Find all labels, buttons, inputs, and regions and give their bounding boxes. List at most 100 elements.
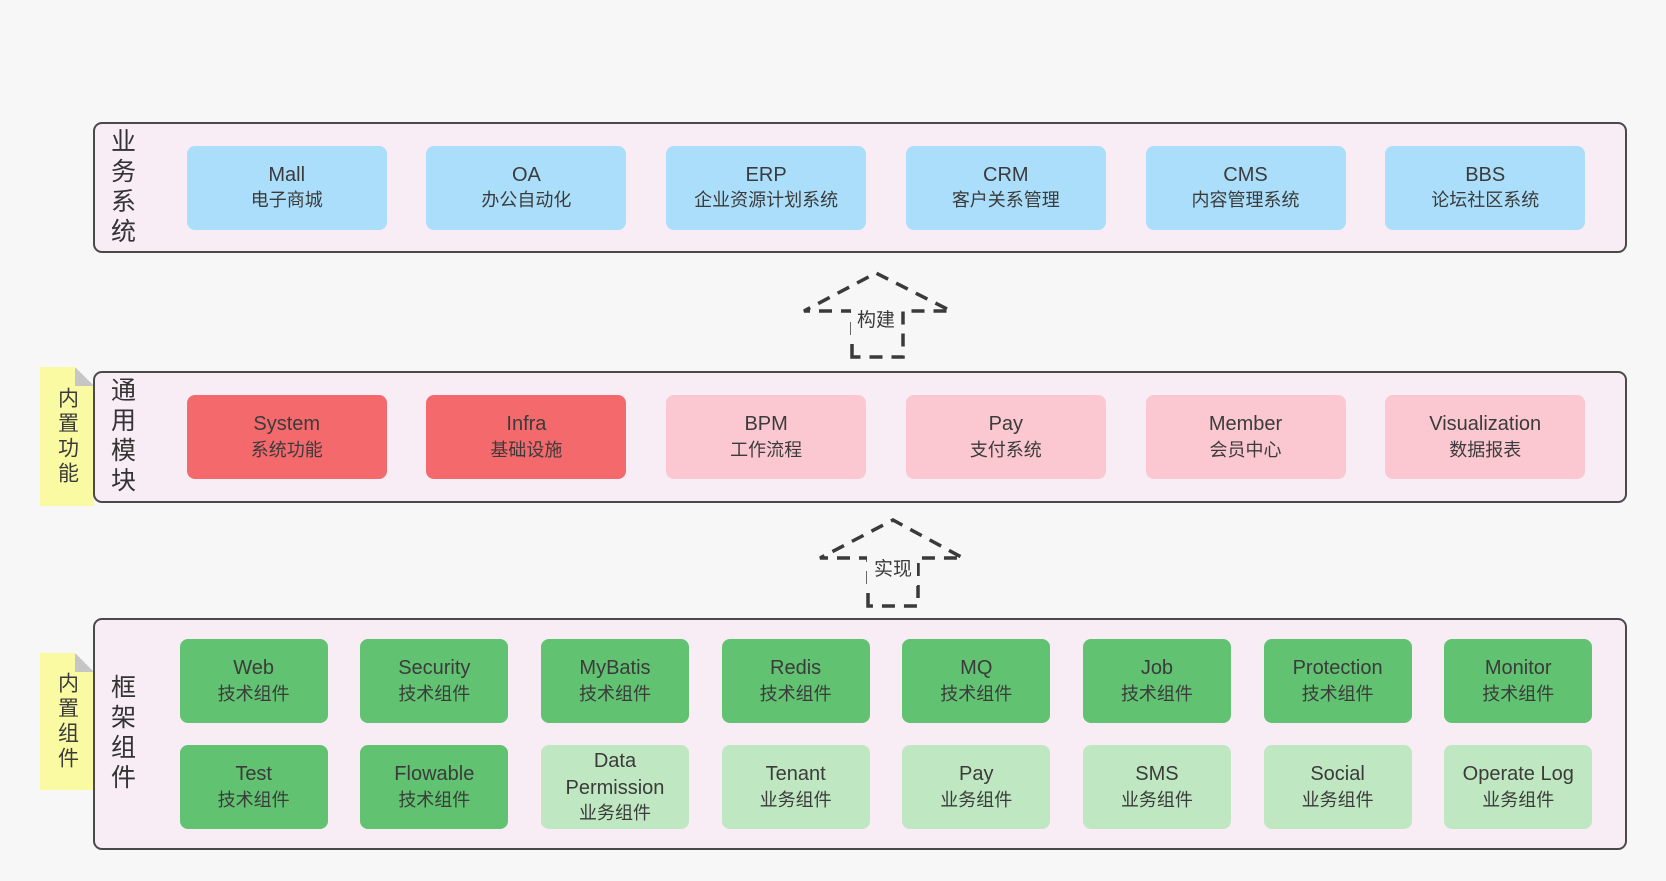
box-subtitle: 基础设施: [490, 439, 563, 460]
box-title: CRM: [983, 163, 1029, 186]
box-subtitle: 技术组件: [398, 789, 471, 810]
box-subtitle: 电子商城: [250, 190, 323, 211]
box-title: System: [253, 413, 321, 436]
box-title: Web: [233, 657, 275, 680]
box-subtitle: 业务组件: [1482, 789, 1555, 810]
box-flowable: Flowable 技术组件: [360, 745, 509, 829]
box-social: Social 业务组件: [1263, 745, 1412, 829]
box-pay-component: Pay 业务组件: [902, 745, 1051, 829]
layer-label: 框架组件: [107, 674, 136, 794]
sticky-note-builtin-components: 内置组件: [40, 653, 94, 790]
layer-label-container: 框架组件: [95, 620, 147, 848]
box-subtitle: 技术组件: [217, 789, 290, 810]
sticky-note-label: 内置组件: [55, 671, 79, 772]
layer-label: 业务系统: [107, 127, 136, 248]
box-title: Job: [1140, 657, 1174, 680]
box-crm: CRM 客户关系管理: [905, 145, 1106, 230]
box-redis: Redis 技术组件: [721, 639, 870, 723]
box-subtitle: 技术组件: [578, 683, 651, 704]
note-fold-icon: [75, 653, 94, 672]
box-subtitle: 技术组件: [217, 683, 290, 704]
box-subtitle: 技术组件: [940, 683, 1013, 704]
arrow-label: 构建: [857, 309, 895, 331]
box-title: BBS: [1465, 163, 1506, 186]
box-member: Member 会员中心: [1145, 395, 1346, 479]
box-title: Monitor: [1484, 657, 1552, 680]
dashed-up-arrow-implement: 实现: [819, 518, 964, 608]
box-subtitle: 业务组件: [1120, 789, 1193, 810]
box-title: CMS: [1223, 163, 1268, 186]
box-subtitle: 技术组件: [1482, 683, 1555, 704]
box-security: Security 技术组件: [360, 639, 509, 723]
box-operate-log: Operate Log 业务组件: [1444, 745, 1593, 829]
box-subtitle: 企业资源计划系统: [694, 190, 839, 211]
sticky-note-builtin-features: 内置功能: [40, 367, 94, 506]
box-bpm: BPM 工作流程: [666, 395, 867, 479]
dashed-up-arrow-build: 构建: [803, 271, 952, 359]
box-subtitle: 业务组件: [940, 789, 1013, 810]
box-subtitle: 客户关系管理: [951, 190, 1060, 211]
arrow-label: 实现: [874, 558, 912, 580]
box-subtitle: 业务组件: [578, 802, 651, 823]
box-monitor: Monitor 技术组件: [1444, 639, 1593, 723]
layer-label-container: 业务系统: [95, 124, 147, 251]
box-web: Web 技术组件: [179, 639, 328, 723]
box-title: BPM: [744, 413, 788, 436]
box-mq: MQ 技术组件: [902, 639, 1051, 723]
box-row: Test 技术组件 Flowable 技术组件 Data Permission …: [147, 745, 1625, 829]
box-title: SMS: [1135, 763, 1179, 786]
box-subtitle: 办公自动化: [481, 190, 572, 211]
sticky-note-label: 内置功能: [55, 386, 79, 487]
box-subtitle: 工作流程: [730, 439, 803, 460]
box-sms: SMS 业务组件: [1082, 745, 1231, 829]
box-title: Infra: [506, 413, 547, 436]
box-title: Pay: [988, 413, 1024, 436]
box-infra: Infra 基础设施: [426, 395, 627, 479]
box-subtitle: 技术组件: [1301, 683, 1374, 704]
box-title: ERP: [745, 163, 787, 186]
layer-framework-components: 框架组件 Web 技术组件 Security 技术组件 MyBatis 技术组件…: [93, 618, 1627, 850]
arrow-label-background: [867, 550, 917, 586]
box-subtitle: 系统功能: [250, 439, 323, 460]
box-tenant: Tenant 业务组件: [721, 745, 870, 829]
layer-label-container: 通用模块: [95, 373, 147, 501]
box-subtitle: 内容管理系统: [1191, 190, 1300, 211]
box-subtitle: 技术组件: [759, 683, 832, 704]
box-subtitle: 论坛社区系统: [1431, 190, 1540, 211]
box-title: Operate Log: [1462, 763, 1574, 786]
box-row: Web 技术组件 Security 技术组件 MyBatis 技术组件 Redi…: [147, 639, 1625, 723]
box-subtitle: 业务组件: [1301, 789, 1374, 810]
box-title: MyBatis: [579, 657, 651, 680]
box-subtitle: 业务组件: [759, 789, 832, 810]
arrow-label-background: [851, 301, 901, 337]
box-data-permission: Data Permission 业务组件: [540, 745, 689, 829]
box-bbs: BBS 论坛社区系统: [1385, 145, 1586, 230]
box-cms: CMS 内容管理系统: [1145, 145, 1346, 230]
box-erp: ERP 企业资源计划系统: [666, 145, 867, 230]
box-mybatis: MyBatis 技术组件: [540, 639, 689, 723]
box-system: System 系统功能: [186, 395, 387, 479]
box-subtitle: 技术组件: [398, 683, 471, 704]
box-title: Test: [235, 763, 272, 786]
layer-business-systems: 业务系统 Mall 电子商城 OA 办公自动化 ERP 企业资源计划系统 CRM…: [93, 122, 1627, 253]
box-title: Social: [1310, 763, 1365, 786]
box-rows: Web 技术组件 Security 技术组件 MyBatis 技术组件 Redi…: [147, 620, 1625, 848]
box-mall: Mall 电子商城: [186, 145, 387, 230]
box-title: Protection: [1292, 657, 1383, 680]
box-job: Job 技术组件: [1082, 639, 1231, 723]
box-title: Pay: [959, 763, 994, 786]
note-fold-icon: [75, 367, 94, 386]
layer-common-modules: 通用模块 System 系统功能 Infra 基础设施 BPM 工作流程 Pay…: [93, 371, 1627, 503]
box-pay-system: Pay 支付系统: [905, 395, 1106, 479]
box-subtitle: 会员中心: [1209, 439, 1282, 460]
box-title: Mall: [268, 163, 306, 186]
box-test: Test 技术组件: [179, 745, 328, 829]
box-protection: Protection 技术组件: [1263, 639, 1412, 723]
layer-label: 通用模块: [107, 377, 136, 497]
arrow-outline: [803, 271, 952, 359]
box-title: Redis: [770, 657, 822, 680]
box-title: Member: [1208, 413, 1283, 436]
box-title: Flowable: [394, 763, 475, 786]
box-row: System 系统功能 Infra 基础设施 BPM 工作流程 Pay 支付系统…: [147, 373, 1625, 501]
